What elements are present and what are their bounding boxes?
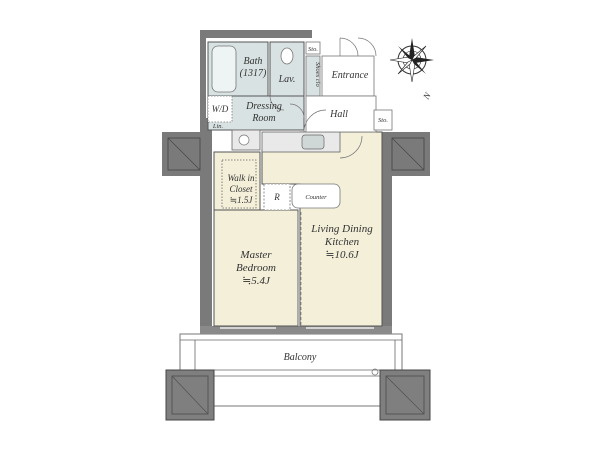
- shoes-closet-label: Shoes clo: [314, 62, 321, 87]
- balcony-area: [179, 333, 403, 407]
- outer-walls: [162, 30, 430, 334]
- counter-label: Counter: [305, 194, 327, 201]
- hall-floor: [305, 95, 377, 133]
- compass-icon: [389, 38, 434, 83]
- storage-top: [305, 41, 321, 55]
- closet-size-label: ≒1.5J: [230, 195, 254, 205]
- master-bedroom-size-label: ≒5.4J: [242, 275, 271, 287]
- master-bedroom-floor: [213, 209, 299, 327]
- closet-label: Closet: [229, 184, 253, 194]
- dressing-label: Dressing: [245, 101, 282, 112]
- lin-label: Lin.: [212, 123, 224, 130]
- ldk-size-label: ≒10.6J: [325, 249, 359, 261]
- master-bedroom-label-line2: Bedroom: [236, 262, 276, 274]
- kitchen-counter: [261, 131, 341, 153]
- storage-hall: [373, 109, 393, 131]
- counter: [291, 183, 341, 209]
- ldk-label-line1: Living Dining: [310, 223, 373, 235]
- wd-space: [207, 95, 233, 123]
- lav-label: Lav.: [278, 74, 296, 85]
- toilet: [280, 47, 294, 65]
- storage-top-label: Sto.: [308, 46, 318, 53]
- bath-label: Bath: [244, 56, 263, 67]
- entrance-floor: [321, 55, 375, 97]
- bathtub: [211, 45, 237, 93]
- storage-hall-label: Sto.: [378, 117, 388, 124]
- hall-label: Hall: [329, 109, 348, 120]
- master-bedroom-label-line1: Master: [239, 249, 272, 261]
- refrigerator-label: R: [273, 192, 280, 202]
- entrance-label: Entrance: [331, 70, 369, 81]
- balcony-column-left: [165, 369, 215, 421]
- balcony-label: Balcony: [284, 352, 317, 363]
- balcony-column-right: [379, 369, 431, 421]
- bath-size-label: (1317): [240, 68, 267, 79]
- dressing-room-label: Room: [251, 113, 275, 124]
- compass-north-label: N: [421, 90, 434, 102]
- wd-label: W/D: [212, 104, 229, 114]
- ldk-label-line2: Kitchen: [324, 236, 360, 248]
- walk-in-label: Walk in: [228, 173, 255, 183]
- refrigerator-space: [263, 183, 291, 211]
